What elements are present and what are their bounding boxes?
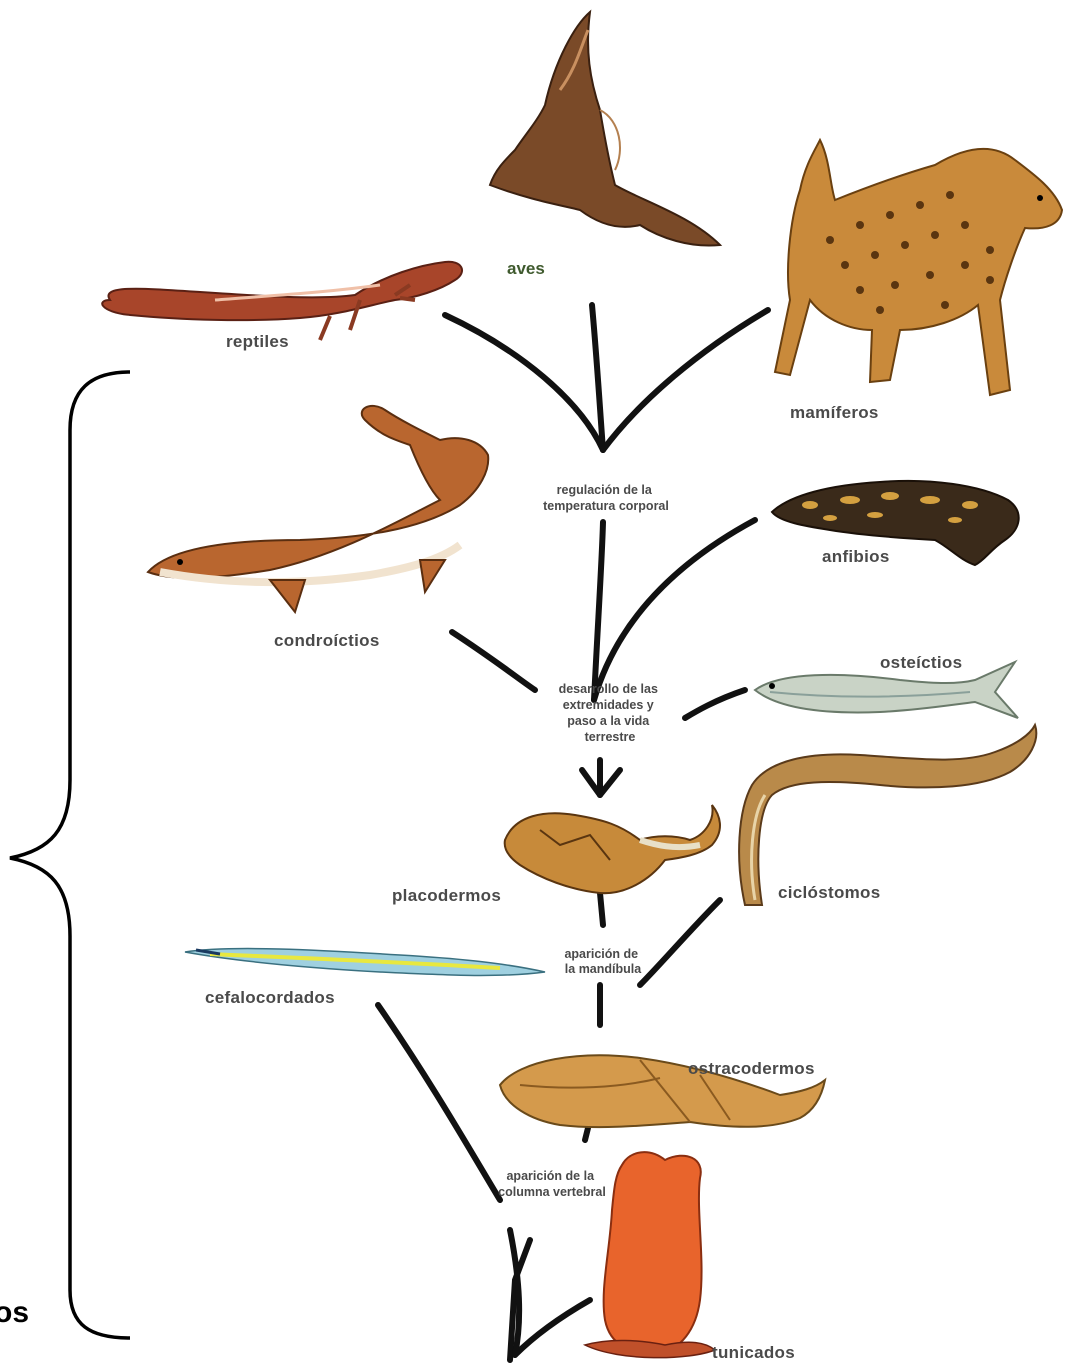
- event-extremidades: desarrollo de las extremidades y paso a …: [559, 682, 662, 744]
- reptile-illustration: [102, 262, 462, 340]
- tunicate-illustration: [585, 1152, 715, 1357]
- event-extremidades-line1: desarrollo de las: [559, 682, 658, 696]
- event-temperatura: regulación de la temperatura corporal: [543, 483, 669, 513]
- lancelet-illustration: [185, 949, 545, 976]
- taxon-reptiles: reptiles: [226, 332, 289, 351]
- event-extremidades-line2: extremidades y: [563, 698, 654, 712]
- event-mandibula: aparición de la mandíbula: [564, 947, 642, 976]
- branch-ciclostomos: [640, 900, 720, 985]
- taxon-osteictios: osteíctios: [880, 653, 962, 672]
- group-bracket: [10, 372, 130, 1338]
- bird-illustration: [490, 12, 720, 246]
- taxon-condroictios: condroíctios: [274, 631, 380, 650]
- branch-cefalocordados: [378, 1005, 500, 1200]
- taxon-mamiferos: mamíferos: [790, 403, 879, 422]
- branch-mamiferos: [603, 310, 768, 450]
- event-columna-line1: aparición de la: [506, 1169, 595, 1183]
- shark-illustration: [148, 406, 488, 612]
- branch-condroictios: [452, 632, 535, 690]
- taxon-ostracodermos: ostracodermos: [688, 1059, 815, 1078]
- trunk-placodermos: [600, 893, 603, 925]
- event-columna-line2: columna vertebral: [498, 1185, 606, 1199]
- placoderm-illustration: [505, 805, 720, 893]
- taxon-tunicados: tunicados: [712, 1343, 795, 1362]
- mammal-illustration: [775, 140, 1062, 395]
- branch-osteictios: [685, 690, 745, 718]
- event-extremidades-line3: paso a la vida: [567, 714, 650, 728]
- lamprey-illustration: [739, 725, 1036, 905]
- taxon-ciclostomos: ciclóstomos: [778, 883, 881, 902]
- event-temperatura-line1: regulación de la: [557, 483, 653, 497]
- event-extremidades-line4: terrestre: [585, 730, 636, 744]
- taxon-anfibios: anfibios: [822, 547, 890, 566]
- taxon-aves: aves: [507, 259, 545, 278]
- branch-tunicados-right: [515, 1300, 590, 1355]
- event-temperatura-line2: temperatura corporal: [543, 499, 669, 513]
- taxon-placodermos: placodermos: [392, 886, 501, 905]
- branch-anfibios: [594, 520, 755, 700]
- taxon-cefalocordados: cefalocordados: [205, 988, 335, 1007]
- event-mandibula-line1: aparición de: [564, 947, 638, 961]
- event-columna: aparición de la columna vertebral: [498, 1169, 606, 1199]
- amphibian-illustration: [772, 481, 1019, 565]
- branch-reptiles: [445, 315, 603, 450]
- trunk-ostracodermos: [585, 1128, 588, 1140]
- group-label: os: [0, 1296, 29, 1329]
- event-mandibula-line2: la mandíbula: [565, 962, 642, 976]
